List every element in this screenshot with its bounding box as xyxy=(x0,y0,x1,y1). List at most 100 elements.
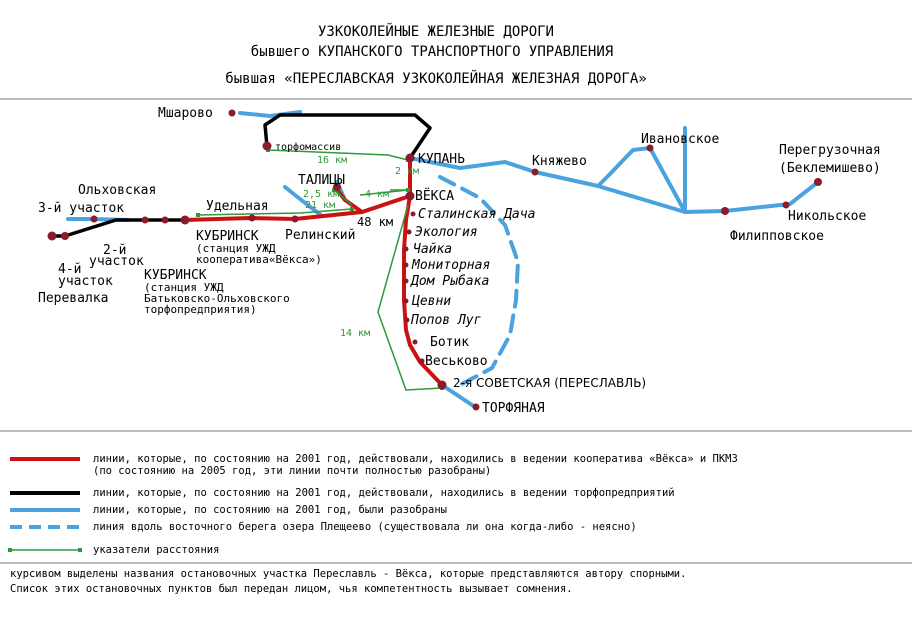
stop-botik xyxy=(412,339,418,345)
legend-blue-text: линии, которые, по состоянию на 2001 год… xyxy=(93,504,447,516)
distance-labels: 16 км 2 км 2,5 км 4 км 21 км 14 км xyxy=(303,155,419,339)
legend-red-text: линии, которые, по состоянию на 2001 год… xyxy=(93,453,738,465)
label-kubrinsk2-sub2: Батьковско-Ольховского xyxy=(144,292,290,305)
legend-green-text: указатели расстояния xyxy=(93,544,219,556)
label-popov-lug: Попов Луг xyxy=(410,313,482,328)
label-torfomassiv: торфомассив xyxy=(275,141,341,153)
legend-black-text: линии, которые, по состоянию на 2001 год… xyxy=(93,487,675,499)
label-olkhovskaya: Ольховская xyxy=(78,183,156,198)
footnote-line-1: курсивом выделены названия остановочных … xyxy=(10,568,686,580)
label-perevalka: Перевалка xyxy=(38,291,108,306)
marker-14km xyxy=(377,204,443,391)
label-kubrinsk1: КУБРИНСК xyxy=(196,229,259,244)
station-ivanovskoe xyxy=(646,144,654,152)
label-nikolskoe: Никольское xyxy=(788,209,866,224)
label-relinskiy: Релинский xyxy=(285,228,355,243)
line-torfyanaya xyxy=(440,383,477,409)
label-monitornaya: Мониторная xyxy=(411,258,490,273)
label-kubrinsk2: КУБРИНСК xyxy=(144,268,207,283)
label-stalinskaya: Сталинская Дача xyxy=(418,207,535,222)
label-uchastok3: 3-й участок xyxy=(38,201,124,216)
label-talitsy: ТАЛИЦЫ xyxy=(298,173,345,188)
label-botik: Ботик xyxy=(430,335,469,350)
distance-14km: 14 км xyxy=(340,328,370,339)
station-torfyanaya xyxy=(472,403,480,411)
label-chayka: Чайка xyxy=(413,242,452,257)
line-east-shore-dashed xyxy=(438,175,521,387)
title-line-1: УЗКОКОЛЕЙНЫЕ ЖЕЛЕЗНЫЕ ДОРОГИ xyxy=(318,22,554,40)
footnote: курсивом выделены названия остановочных … xyxy=(10,568,686,595)
station-labels: Мшарово торфомассив КУПАНЬ Княжево Ивано… xyxy=(38,106,881,416)
label-peregruz-1: Перегрузочная xyxy=(779,143,881,158)
station-sovetskaya xyxy=(437,380,447,390)
stations xyxy=(47,109,822,411)
label-filippovskoe: Филипповское xyxy=(730,229,824,244)
line-talitsy-west xyxy=(283,185,324,218)
station-filippovskoe xyxy=(721,207,729,215)
stop-chayka xyxy=(403,246,409,252)
label-kubrinsk1-sub1: (станция УЖД xyxy=(196,242,276,255)
stop-dom-rybaka xyxy=(403,278,409,284)
line-talitsy xyxy=(334,186,364,214)
legend-dashed-text: линия вдоль восточного берега озера Плещ… xyxy=(93,521,637,533)
station-peregruz xyxy=(814,178,822,186)
station-udelnaya xyxy=(248,214,256,222)
stop-ekologiya xyxy=(406,229,412,235)
station-uchastok3 xyxy=(90,215,98,223)
station-kupan xyxy=(405,153,415,163)
label-kubrinsk2-sub1: (станция УЖД xyxy=(144,281,224,294)
label-udelnaya: Удельная xyxy=(206,199,269,214)
label-sovetskaya: 2-я СОВЕТСКАЯ (ПЕРЕСЛАВЛЬ) xyxy=(453,376,646,390)
label-uchastok2-a: 2-й xyxy=(103,243,126,258)
distance-markers xyxy=(197,149,443,391)
station-uchastok4 xyxy=(61,232,69,240)
disputed-stop-labels: Сталинская Дача Экология Чайка Мониторна… xyxy=(410,207,535,328)
stop-monitornaya xyxy=(403,262,409,268)
label-torfyanaya: ТОРФЯНАЯ xyxy=(482,401,545,416)
station-msharovo xyxy=(228,109,236,117)
line-perevalka xyxy=(50,218,185,238)
station-torfomassiv xyxy=(262,141,272,151)
stop-stalinskaya xyxy=(410,211,416,217)
distance-4km: 4 км xyxy=(365,189,389,200)
line-vyoksa-pereslavl xyxy=(402,194,444,387)
label-msharovo: Мшарово xyxy=(158,106,213,121)
label-ivanovskoe: Ивановское xyxy=(641,132,719,147)
label-kubrinsk1-sub2: кооператива«Вёкса») xyxy=(196,253,322,266)
distance-48km: 48 км xyxy=(357,215,393,229)
station-olkhovskaya xyxy=(141,216,149,224)
station-kubrinsk2 xyxy=(180,215,190,225)
station-talitsy xyxy=(333,183,341,191)
station-perevalka xyxy=(47,231,57,241)
stop-tsevni xyxy=(403,298,409,304)
station-vyoksa xyxy=(405,191,415,201)
label-uchastok4-a: 4-й xyxy=(58,262,81,277)
marker-4km xyxy=(359,189,409,196)
label-kupan: КУПАНЬ xyxy=(418,152,465,167)
stop-veskovo xyxy=(419,358,425,364)
pereslavl-stop-labels: Ботик Веськово xyxy=(425,335,488,369)
label-dom-rybaka: Дом Рыбака xyxy=(410,274,489,289)
distance-21km: 21 км xyxy=(305,200,335,211)
label-veskovo: Веськово xyxy=(425,354,488,369)
station-knyazhevo xyxy=(531,168,539,176)
stop-popov-lug xyxy=(404,317,410,323)
label-vyoksa: ВЁКСА xyxy=(415,188,454,204)
station-nikolskoe xyxy=(782,201,790,209)
distance-2km: 2 км xyxy=(395,166,419,177)
black-lines xyxy=(50,113,432,238)
distance-16km: 16 км xyxy=(317,155,347,166)
title-block: УЗКОКОЛЕЙНЫЕ ЖЕЛЕЗНЫЕ ДОРОГИ бывшего КУП… xyxy=(225,22,646,87)
footnote-line-2: Список этих остановочных пунктов был пер… xyxy=(10,583,573,595)
marker-2-5km xyxy=(333,189,353,206)
label-uchastok2-b: участок xyxy=(89,254,144,269)
line-torfomassiv-loop xyxy=(263,113,432,159)
label-knyazhevo: Княжево xyxy=(532,154,587,169)
label-tsevni: Цевни xyxy=(411,294,451,309)
station-uchastok2 xyxy=(161,216,169,224)
title-line-2: бывшего КУПАНСКОГО ТРАНСПОРТНОГО УПРАВЛЕ… xyxy=(251,44,613,60)
station-relinskiy xyxy=(291,215,299,223)
label-uchastok4-b: участок xyxy=(58,274,113,289)
